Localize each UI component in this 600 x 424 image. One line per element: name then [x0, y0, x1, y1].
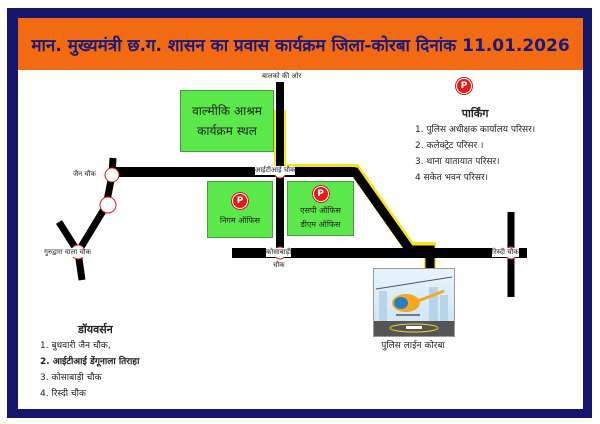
- nigam-office-box: P निगम ऑफिस: [207, 181, 273, 238]
- diversion-item: 2. आईटीआई डेंगूनाला तिराहा: [40, 357, 140, 367]
- sp-dm-office-box: P एसपी ऑफिस डीएम ऑफिस: [287, 181, 354, 236]
- helicopter-icon: [374, 276, 454, 336]
- nigam-office-label: निगम ऑफिस: [219, 216, 261, 225]
- venue-line1: वाल्मीकि आश्रम: [192, 104, 262, 118]
- parking-list: पार्किंग 1. पुलिस अधीक्षक कार्यालय परिसर…: [415, 106, 535, 186]
- diversion-title: डॉयवर्सन: [78, 323, 113, 336]
- parking-title: पार्किंग: [461, 107, 489, 120]
- helipad-label: पुलिस लाईन कोरबा: [381, 341, 445, 351]
- parking-icon: P: [312, 185, 329, 202]
- jain-chowk-marker: [104, 167, 120, 183]
- kosabadi-chowk-label: कोसाबाड़ी: [266, 248, 292, 257]
- diversion-marker: [99, 196, 117, 214]
- kosabadi-chowk-label-2: चौक: [273, 261, 285, 269]
- road-jain-gurudwara: [75, 157, 117, 254]
- parking-item: 3. थाना यातायात परिसर।: [415, 157, 500, 167]
- risdi-chowk-label: रिस्दी चौक: [492, 248, 519, 257]
- dm-office-label: डीएम ऑफिस: [300, 219, 341, 229]
- parking-legend-icon: P: [456, 78, 472, 94]
- diversion-list: डॉयवर्सन 1. बुधवारी जैन चौक, 2. आईटीआई ड…: [40, 322, 139, 402]
- sp-office-label: एसपी ऑफिस: [300, 205, 341, 215]
- balco-direction-label: बालको की ओर: [262, 72, 302, 80]
- diversion-item: 3. कोसाबाड़ी चौक: [40, 373, 102, 383]
- parking-item: 1. पुलिस अधीक्षक कार्यालय परिसर।: [415, 125, 536, 135]
- parking-item: 4 सकेत भवन परिसर।: [415, 173, 489, 183]
- parking-item: 2. कलेक्ट्रेट परिसर ।: [415, 141, 484, 151]
- iti-chowk-label: आईटीआई चौक: [255, 166, 296, 175]
- diversion-item: 1. बुधवारी जैन चौक,: [40, 341, 111, 351]
- venue-line2: कार्यक्रम स्थल: [197, 124, 257, 138]
- venue-box: वाल्मीकि आश्रम कार्यक्रम स्थल: [180, 90, 274, 152]
- jain-chowk-label: जैन चौक: [73, 170, 96, 178]
- gurudwara-chowk-label: गुरुद्वारा वाला चौक: [44, 248, 91, 257]
- helipad-image: [373, 268, 455, 337]
- diversion-item: 4. रिस्दी चौक: [40, 389, 86, 399]
- page-title: मान. मुख्यमंत्री छ.ग. शासन का प्रवास कार…: [18, 18, 583, 70]
- parking-icon: P: [232, 193, 248, 209]
